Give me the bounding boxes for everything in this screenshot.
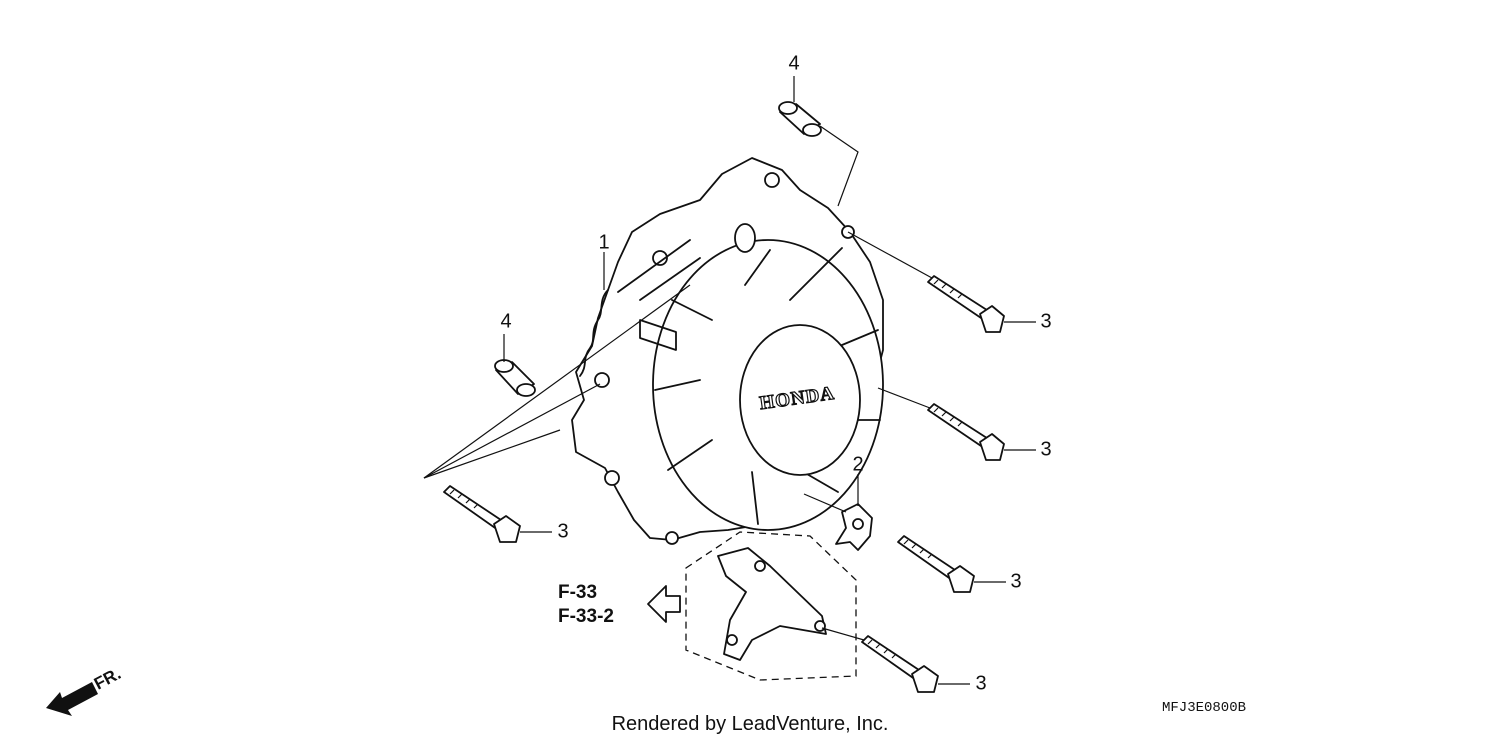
- callout-bolt-left: 3: [557, 520, 568, 542]
- callout-bolt-clamp: 3: [1010, 570, 1021, 592]
- bolt-mid-right[interactable]: [927, 403, 1005, 461]
- dowel-pin-left[interactable]: [494, 359, 536, 397]
- reference-arrow-icon: [647, 585, 681, 623]
- leader-lines: [423, 76, 1036, 685]
- front-direction-arrow-icon: [46, 682, 98, 716]
- callout-bolt-mid-right: 3: [1040, 438, 1051, 460]
- callout-bolt-upper-right: 3: [1040, 310, 1051, 332]
- callout-dowel-left: 4: [500, 310, 511, 332]
- generator-cover[interactable]: HONDA: [571, 157, 884, 545]
- bolt-lower[interactable]: [861, 635, 939, 693]
- front-direction-label: FR.: [91, 664, 124, 694]
- bolt-left[interactable]: [443, 485, 521, 543]
- footer-credit: Rendered by LeadVenture, Inc.: [612, 713, 889, 735]
- bolt-upper-right[interactable]: [927, 275, 1005, 333]
- reference-link-f33-2[interactable]: F-33-2: [558, 606, 614, 627]
- bolt-clamp[interactable]: [897, 535, 975, 593]
- callout-clamp: 2: [852, 453, 863, 475]
- reference-link-f33[interactable]: F-33: [558, 582, 597, 603]
- callout-generator-cover: 1: [598, 231, 609, 253]
- callout-dowel-top: 4: [788, 52, 799, 74]
- dowel-pin-top[interactable]: [778, 101, 822, 137]
- clamp[interactable]: [835, 503, 873, 551]
- reference-bracket: [685, 531, 857, 681]
- diagram-code: MFJ3E0800B: [1162, 700, 1246, 716]
- callout-bolt-lower: 3: [975, 672, 986, 694]
